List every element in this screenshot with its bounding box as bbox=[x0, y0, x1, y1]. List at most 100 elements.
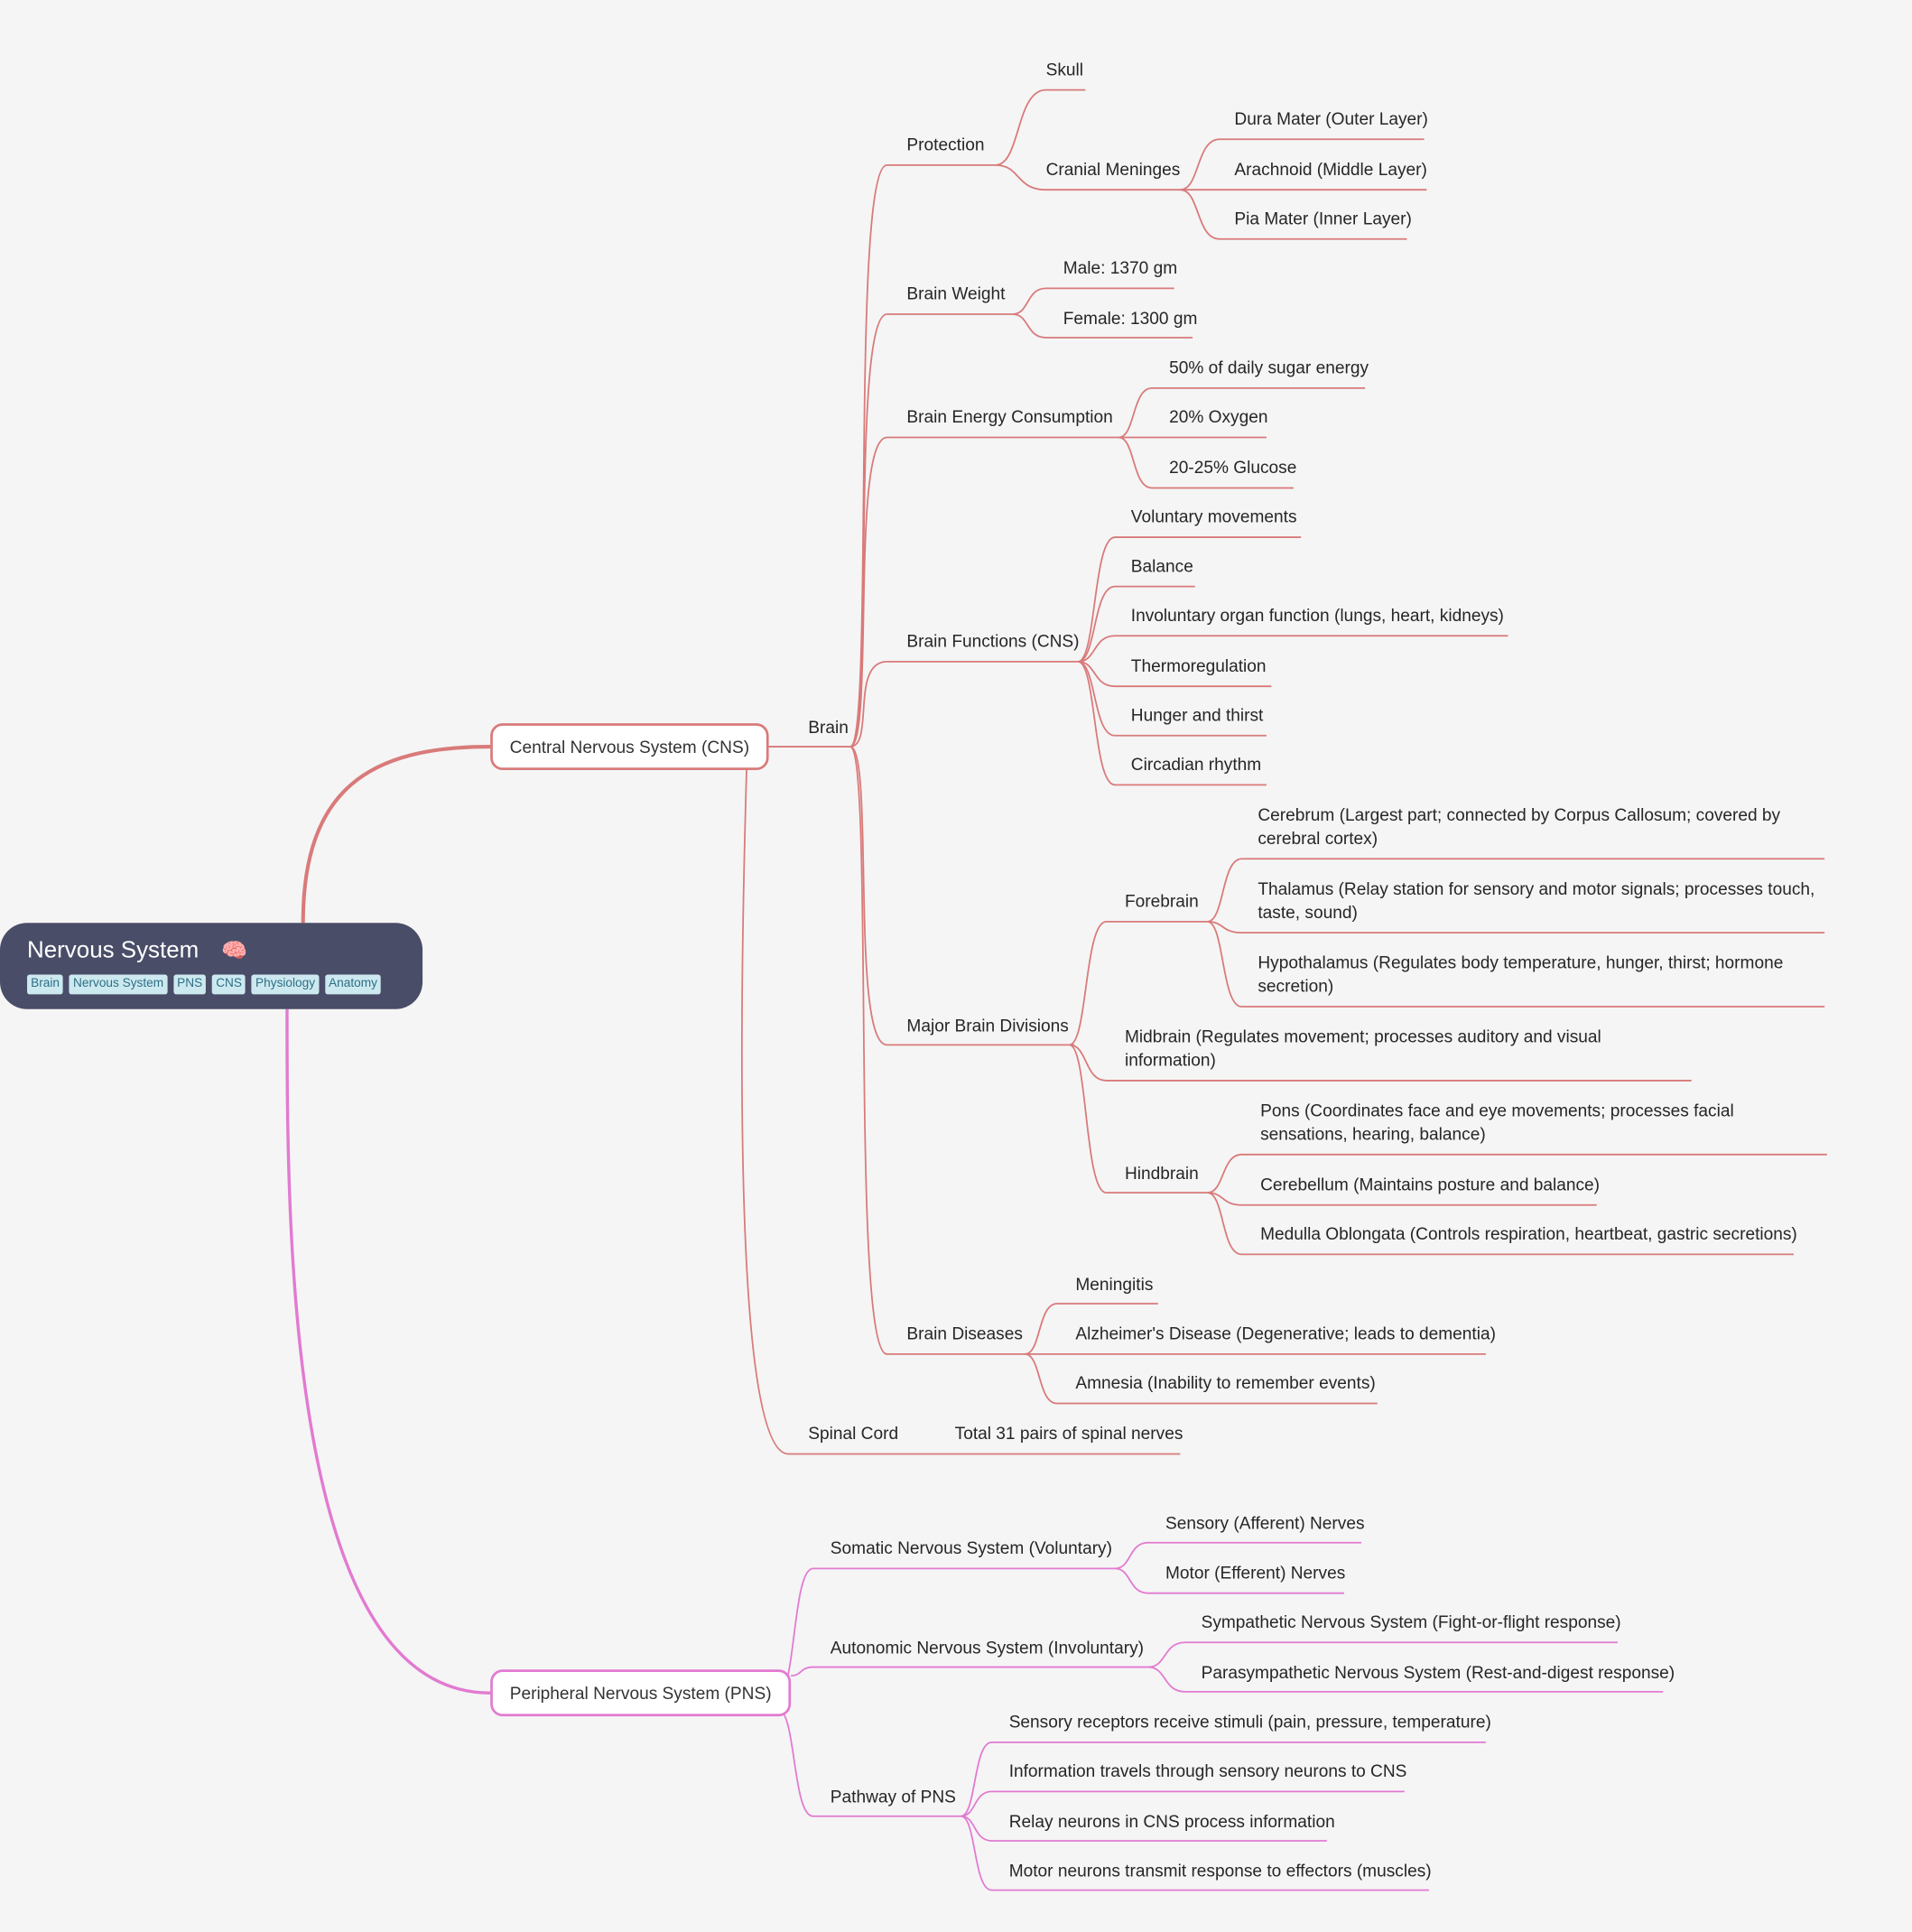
function-item[interactable]: Involuntary organ function (lungs, heart… bbox=[1130, 605, 1504, 625]
hindbrain-item[interactable]: Cerebellum (Maintains posture and balanc… bbox=[1260, 1174, 1601, 1194]
function-item[interactable]: Balance bbox=[1130, 555, 1193, 576]
energy-node[interactable]: Brain Energy Consumption bbox=[906, 406, 1113, 427]
protection-node[interactable]: Protection bbox=[906, 134, 985, 154]
weight-item[interactable]: Female: 1300 gm bbox=[1063, 308, 1198, 329]
connector-line bbox=[1069, 1044, 1208, 1194]
tag[interactable]: Anatomy bbox=[324, 974, 382, 995]
connector-line bbox=[1077, 536, 1302, 663]
weight-node[interactable]: Brain Weight bbox=[906, 283, 1006, 303]
connector-line bbox=[1207, 920, 1825, 934]
spinal-item[interactable]: Total 31 pairs of spinal nerves bbox=[954, 1423, 1183, 1444]
somatic-item[interactable]: Sensory (Afferent) Nerves bbox=[1165, 1512, 1365, 1533]
midbrain-node[interactable]: Midbrain (Regulates movement; processes … bbox=[1124, 1026, 1601, 1070]
root-title-row: Nervous System 🧠 bbox=[27, 935, 395, 967]
connector-line bbox=[1114, 1541, 1361, 1570]
root-node[interactable]: Nervous System 🧠 Brain Nervous System PN… bbox=[0, 923, 423, 1009]
connector-line bbox=[1025, 1353, 1378, 1405]
autonomic-item[interactable]: Sympathetic Nervous System (Fight-or-fli… bbox=[1201, 1612, 1621, 1631]
connector-line bbox=[961, 1741, 1486, 1817]
connector-line bbox=[1114, 1567, 1344, 1594]
function-item[interactable]: Voluntary movements bbox=[1130, 506, 1297, 526]
meninges-item[interactable]: Dura Mater (Outer Layer) bbox=[1234, 108, 1428, 128]
tag[interactable]: Physiology bbox=[251, 974, 320, 995]
autonomic-item[interactable]: Parasympathetic Nervous System (Rest-and… bbox=[1201, 1662, 1675, 1682]
connector-line bbox=[1012, 313, 1193, 339]
weight-item[interactable]: Male: 1370 gm bbox=[1063, 257, 1178, 278]
connector-line bbox=[1118, 436, 1294, 489]
connector-line bbox=[849, 746, 1026, 1355]
function-item[interactable]: Thermoregulation bbox=[1130, 655, 1267, 675]
connector-line bbox=[1118, 387, 1366, 439]
connector-line bbox=[849, 436, 1119, 748]
somatic-item[interactable]: Motor (Efferent) Nerves bbox=[1165, 1562, 1346, 1583]
connector-line bbox=[1207, 1192, 1795, 1256]
pathway-node[interactable]: Pathway of PNS bbox=[830, 1786, 956, 1807]
connector-line bbox=[1069, 920, 1208, 1046]
brain-icon: 🧠 bbox=[221, 938, 248, 962]
energy-item[interactable]: 50% of daily sugar energy bbox=[1169, 357, 1369, 377]
pathway-item[interactable]: Relay neurons in CNS process information bbox=[1008, 1811, 1335, 1832]
forebrain-item[interactable]: Hypothalamus (Regulates body temperature… bbox=[1258, 952, 1784, 996]
cns-node[interactable]: Central Nervous System (CNS) bbox=[490, 723, 769, 770]
connector-line bbox=[1077, 661, 1267, 786]
diseases-node[interactable]: Brain Diseases bbox=[906, 1323, 1023, 1343]
brain-node[interactable]: Brain bbox=[808, 717, 849, 738]
connector-line bbox=[1207, 1153, 1827, 1194]
connector-line bbox=[1147, 1641, 1618, 1668]
connector-line bbox=[791, 1666, 1148, 1677]
spinal-cord-node[interactable]: Spinal Cord bbox=[808, 1423, 899, 1444]
connector-line bbox=[961, 1815, 1327, 1842]
connector-line bbox=[301, 745, 491, 924]
function-item[interactable]: Hunger and thirst bbox=[1130, 704, 1264, 725]
pathway-item[interactable]: Sensory receptors receive stimuli (pain,… bbox=[1008, 1711, 1491, 1732]
connector-line bbox=[778, 1709, 961, 1817]
connector-line bbox=[1207, 858, 1825, 923]
connector-line bbox=[1180, 189, 1407, 240]
disease-item[interactable]: Amnesia (Inability to remember events) bbox=[1075, 1372, 1376, 1393]
energy-item[interactable]: 20% Oxygen bbox=[1169, 406, 1268, 427]
connector-line bbox=[849, 661, 1082, 748]
autonomic-node[interactable]: Autonomic Nervous System (Involuntary) bbox=[830, 1637, 1145, 1658]
connector-line bbox=[1147, 1666, 1664, 1693]
hindbrain-item[interactable]: Medulla Oblongata (Controls respiration,… bbox=[1260, 1223, 1797, 1244]
hindbrain-node[interactable]: Hindbrain bbox=[1124, 1163, 1199, 1184]
forebrain-item[interactable]: Cerebrum (Largest part; connected by Cor… bbox=[1258, 804, 1781, 848]
connector-line bbox=[1207, 1192, 1597, 1206]
connector-line bbox=[1078, 635, 1508, 663]
connector-line bbox=[1025, 1303, 1158, 1355]
connector-line bbox=[995, 88, 1086, 166]
connector-line bbox=[995, 163, 1181, 191]
pathway-item[interactable]: Information travels through sensory neur… bbox=[1008, 1760, 1407, 1781]
disease-item[interactable]: Alzheimer's Disease (Degenerative; leads… bbox=[1075, 1323, 1496, 1343]
pathway-item[interactable]: Motor neurons transmit response to effec… bbox=[1008, 1860, 1432, 1881]
forebrain-node[interactable]: Forebrain bbox=[1124, 890, 1199, 911]
meninges-item[interactable]: Pia Mater (Inner Layer) bbox=[1234, 208, 1412, 228]
tag[interactable]: Nervous System bbox=[69, 974, 168, 995]
functions-node[interactable]: Brain Functions (CNS) bbox=[906, 630, 1080, 651]
forebrain-item[interactable]: Thalamus (Relay station for sensory and … bbox=[1258, 878, 1815, 922]
meninges-node[interactable]: Cranial Meninges bbox=[1045, 159, 1181, 179]
connector-line bbox=[1012, 287, 1174, 315]
connector-line bbox=[849, 163, 996, 748]
skull-node[interactable]: Skull bbox=[1045, 59, 1084, 79]
connector-line bbox=[1077, 585, 1195, 663]
connector-line bbox=[1077, 661, 1267, 737]
connector-line bbox=[961, 1790, 1405, 1817]
disease-item[interactable]: Meningitis bbox=[1075, 1274, 1154, 1295]
function-item[interactable]: Circadian rhythm bbox=[1130, 754, 1262, 775]
tag[interactable]: PNS bbox=[173, 974, 207, 995]
energy-item[interactable]: 20-25% Glucose bbox=[1169, 457, 1297, 478]
meninges-item[interactable]: Arachnoid (Middle Layer) bbox=[1234, 159, 1427, 179]
tag[interactable]: CNS bbox=[212, 974, 246, 995]
hindbrain-item[interactable]: Pons (Coordinates face and eye movements… bbox=[1260, 1100, 1734, 1144]
root-title: Nervous System bbox=[27, 937, 200, 964]
connector-line bbox=[961, 1815, 1430, 1891]
connector-line bbox=[1180, 138, 1425, 191]
connector-line bbox=[849, 746, 1075, 1046]
tag[interactable]: Brain bbox=[27, 974, 64, 995]
connector-line bbox=[741, 769, 1181, 1455]
pns-node[interactable]: Peripheral Nervous System (PNS) bbox=[490, 1669, 792, 1717]
tag-list: Brain Nervous System PNS CNS Physiology … bbox=[27, 974, 395, 995]
somatic-node[interactable]: Somatic Nervous System (Voluntary) bbox=[830, 1537, 1112, 1558]
divisions-node[interactable]: Major Brain Divisions bbox=[906, 1015, 1069, 1036]
